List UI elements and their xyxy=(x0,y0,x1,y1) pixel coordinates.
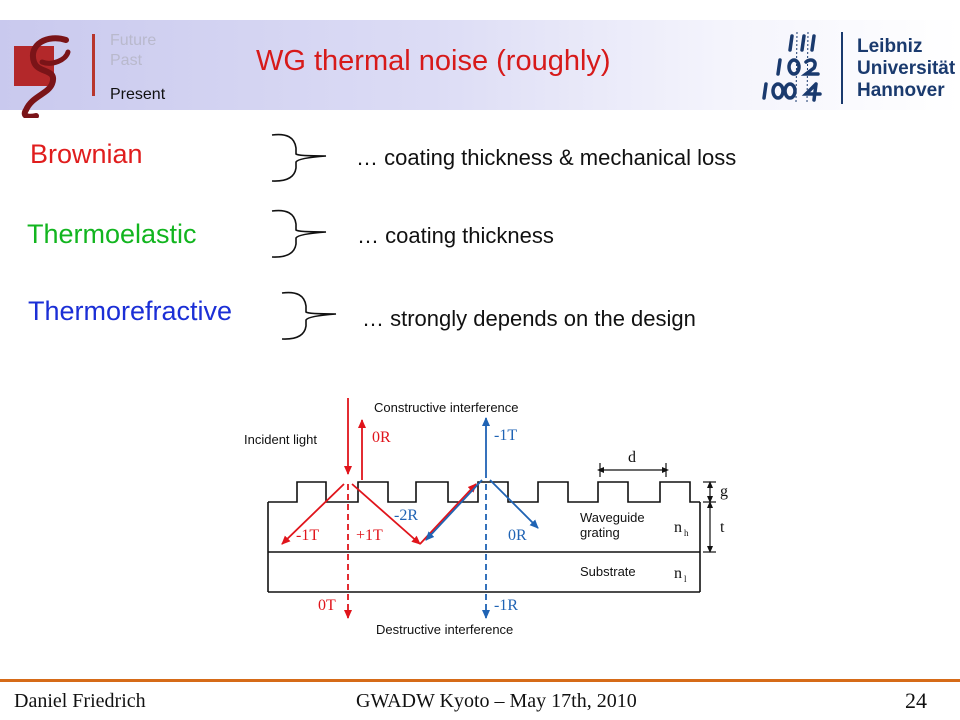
page-number: 24 xyxy=(905,688,927,713)
university-name-line-1: Leibniz xyxy=(857,36,923,57)
label-constructive: Constructive interference xyxy=(374,400,519,415)
label-nh: n xyxy=(674,519,682,536)
university-name-line-2: Universität xyxy=(857,58,956,79)
label-thermorefractive: Thermorefractive xyxy=(28,296,233,326)
label-thermoelastic: Thermoelastic xyxy=(27,219,197,249)
label-0t-bottom: 0T xyxy=(318,597,336,614)
label-grating: grating xyxy=(580,525,620,540)
footer-event: GWADW Kyoto – May 17th, 2010 xyxy=(356,690,637,712)
label-destructive: Destructive interference xyxy=(376,622,513,637)
label-minus1t-top: -1T xyxy=(494,427,517,444)
label-d: d xyxy=(628,449,636,466)
footer-divider xyxy=(0,679,960,682)
label-0r-top: 0R xyxy=(372,429,391,446)
desc-thermorefractive: … strongly depends on the design xyxy=(362,306,696,331)
brace-brownian-icon xyxy=(271,133,327,182)
label-brownian: Brownian xyxy=(30,139,143,169)
label-nl-sub: l xyxy=(684,574,687,584)
label-minus2r: -2R xyxy=(394,507,418,524)
brace-thermoelastic-icon xyxy=(271,209,327,258)
grating-profile xyxy=(268,481,700,503)
label-waveguide: Waveguide xyxy=(580,510,645,525)
label-substrate: Substrate xyxy=(580,564,636,579)
university-logo-icon xyxy=(762,31,843,104)
desc-thermoelastic: … coating thickness xyxy=(357,223,554,248)
timeline-future: Future xyxy=(110,32,157,49)
label-g: g xyxy=(720,483,728,500)
label-t: t xyxy=(720,519,725,536)
university-name-line-3: Hannover xyxy=(857,80,945,101)
header-divider xyxy=(92,34,95,96)
label-nh-sub: h xyxy=(684,528,689,538)
desc-brownian: … coating thickness & mechanical loss xyxy=(356,145,737,170)
brace-thermorefractive-icon xyxy=(281,291,337,340)
slide-title: WG thermal noise (roughly) xyxy=(256,45,611,77)
label-incident: Incident light xyxy=(244,432,317,447)
label-nl: n xyxy=(674,565,682,582)
waveguide-grating-diagram: Constructive interference Incident light… xyxy=(244,398,728,637)
label-minus1r-bottom: -1R xyxy=(494,597,518,614)
label-0r-right: 0R xyxy=(508,527,527,544)
label-minus1t-left: -1T xyxy=(296,527,319,544)
footer-author: Daniel Friedrich xyxy=(14,690,146,712)
institute-logo-icon xyxy=(14,35,71,118)
timeline-past: Past xyxy=(110,52,143,69)
label-plus1t: +1T xyxy=(356,527,383,544)
timeline-present: Present xyxy=(110,86,166,103)
